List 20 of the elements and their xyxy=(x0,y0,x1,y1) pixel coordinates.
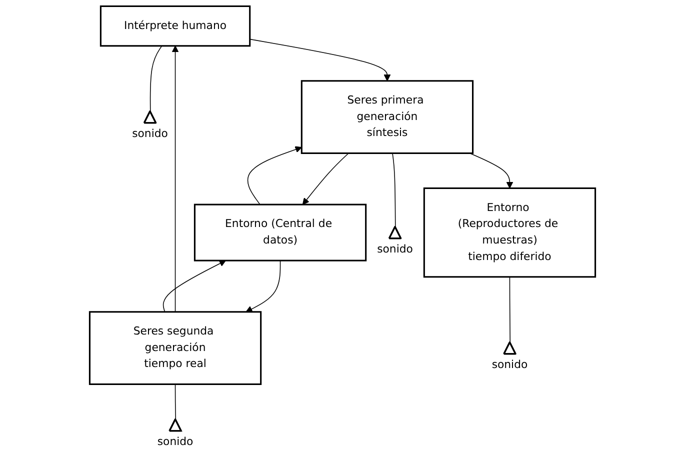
sound-label: sonido xyxy=(492,358,528,371)
node-box: Seres primera generación síntesis xyxy=(300,80,474,154)
arrow xyxy=(172,46,179,312)
node-box: Intérprete humano xyxy=(100,5,251,47)
connector xyxy=(392,152,396,228)
arrow xyxy=(162,260,226,312)
node-box: Entorno (Reproductores de muestras) tiempo diferido xyxy=(423,187,596,278)
sound-label: sonido xyxy=(157,434,194,448)
connector xyxy=(509,276,510,343)
arrow xyxy=(247,146,302,205)
connector xyxy=(174,384,176,420)
sound-label: sonido xyxy=(132,126,168,140)
arrow xyxy=(249,38,391,82)
arrow xyxy=(469,152,514,189)
node-box: Entorno (Central de datos) xyxy=(194,204,367,262)
arrow xyxy=(302,152,349,205)
arrow xyxy=(246,260,281,312)
node-box: Seres segunda generación tiempo real xyxy=(88,311,262,385)
connector xyxy=(150,46,162,112)
sound-label: sonido xyxy=(377,242,413,256)
